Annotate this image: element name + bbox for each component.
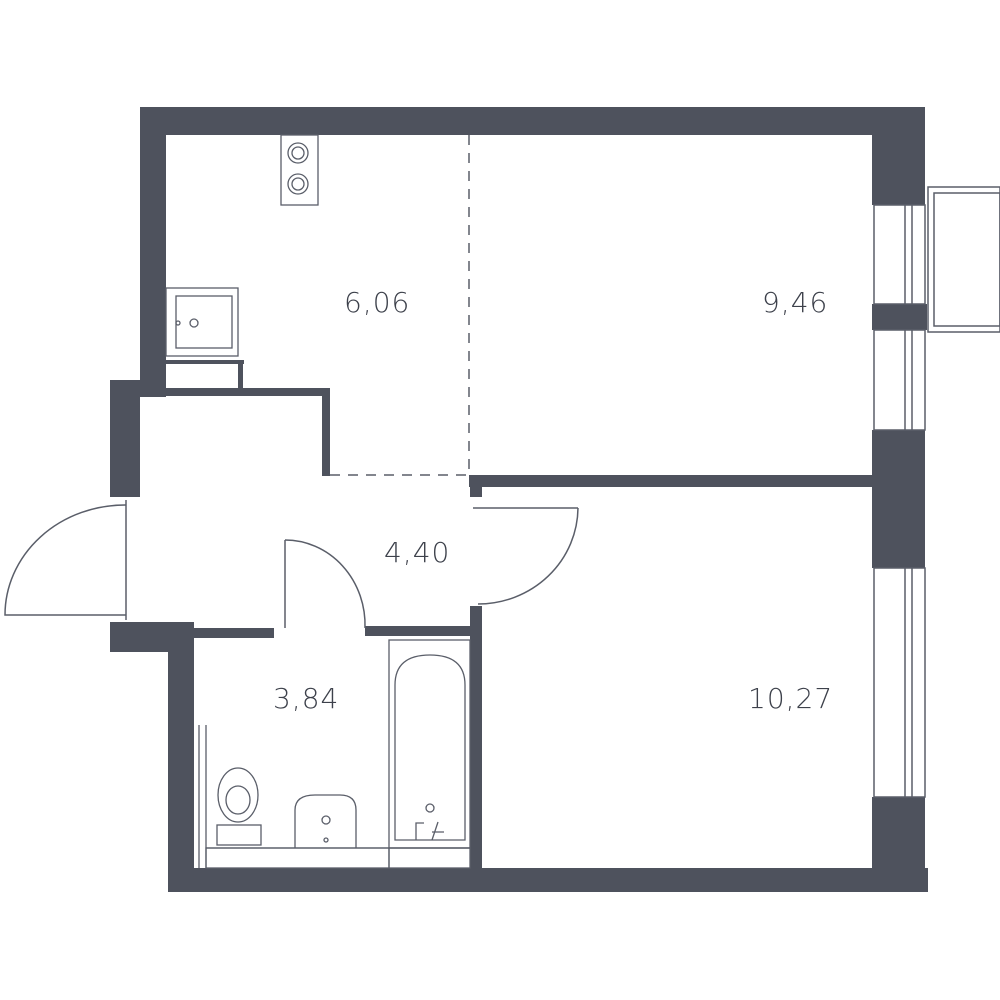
exterior-walls (110, 107, 928, 892)
bedroom-area-label: 10,27 (748, 682, 834, 715)
washbasin-icon (294, 794, 357, 848)
living-room-area-label: 9,46 (762, 286, 829, 319)
zone-divider (330, 135, 470, 476)
sink-icon (165, 287, 239, 357)
bathroom-fixtures (198, 725, 471, 869)
windows (873, 186, 1000, 798)
bathtub-icon (388, 639, 471, 849)
bathroom-area-label: 3,84 (273, 682, 340, 715)
hallway-area-label: 4,40 (384, 536, 451, 569)
doors (4, 500, 579, 629)
stove-icon (280, 134, 319, 206)
toilet-icon (216, 767, 262, 846)
kitchen-area-label: 6,06 (344, 286, 411, 319)
